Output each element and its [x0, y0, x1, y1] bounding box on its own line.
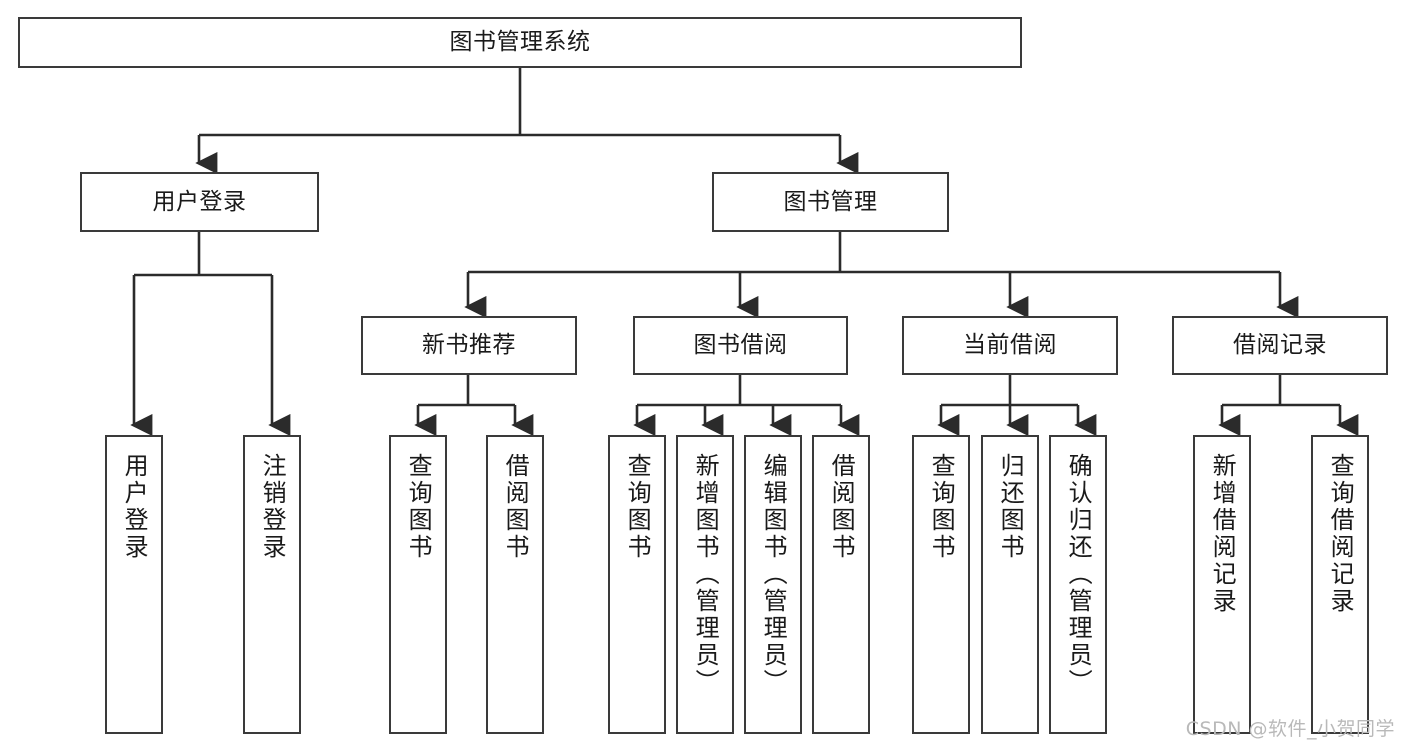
node-book-borrow-label: 图书借阅 [693, 332, 788, 359]
node-leaf-return-book-label: 归还图书 [996, 453, 1025, 561]
node-leaf-borrow-book-1-label: 借阅图书 [501, 453, 530, 561]
node-leaf-logout-label: 注销登录 [258, 453, 287, 561]
node-book-manage[interactable]: 图书管理 [712, 172, 949, 232]
node-leaf-confirm-return[interactable]: 确认归还（管理员） [1049, 435, 1107, 734]
node-current-borrow[interactable]: 当前借阅 [902, 316, 1118, 375]
node-leaf-add-record-label: 新增借阅记录 [1208, 453, 1237, 615]
node-leaf-return-book[interactable]: 归还图书 [981, 435, 1039, 734]
node-leaf-user-login[interactable]: 用户登录 [105, 435, 163, 734]
node-leaf-borrow-book-2[interactable]: 借阅图书 [812, 435, 870, 734]
node-leaf-query-book-3-label: 查询图书 [927, 453, 956, 561]
node-leaf-query-book-2-label: 查询图书 [623, 453, 652, 561]
node-book-manage-label: 图书管理 [783, 188, 878, 215]
node-leaf-logout[interactable]: 注销登录 [243, 435, 301, 734]
node-borrow-record[interactable]: 借阅记录 [1172, 316, 1388, 375]
node-new-book-rec[interactable]: 新书推荐 [361, 316, 577, 375]
node-leaf-add-book[interactable]: 新增图书（管理员） [676, 435, 734, 734]
node-leaf-query-book-1[interactable]: 查询图书 [389, 435, 447, 734]
node-leaf-edit-book-label: 编辑图书（管理员） [759, 453, 788, 696]
node-borrow-record-label: 借阅记录 [1233, 332, 1327, 359]
node-leaf-user-login-label: 用户登录 [120, 453, 149, 561]
node-leaf-borrow-book-2-label: 借阅图书 [827, 453, 856, 561]
node-leaf-query-book-2[interactable]: 查询图书 [608, 435, 666, 734]
node-leaf-query-record-label: 查询借阅记录 [1326, 453, 1355, 615]
node-leaf-add-record[interactable]: 新增借阅记录 [1193, 435, 1251, 734]
node-leaf-query-record[interactable]: 查询借阅记录 [1311, 435, 1369, 734]
node-leaf-confirm-return-label: 确认归还（管理员） [1064, 453, 1093, 696]
node-new-book-rec-label: 新书推荐 [422, 332, 516, 359]
node-leaf-add-book-label: 新增图书（管理员） [691, 453, 720, 696]
node-leaf-query-book-1-label: 查询图书 [404, 453, 433, 561]
node-book-borrow[interactable]: 图书借阅 [633, 316, 848, 375]
node-user-login[interactable]: 用户登录 [80, 172, 319, 232]
node-root[interactable]: 图书管理系统 [18, 17, 1022, 68]
node-leaf-query-book-3[interactable]: 查询图书 [912, 435, 970, 734]
node-leaf-borrow-book-1[interactable]: 借阅图书 [486, 435, 544, 734]
node-leaf-edit-book[interactable]: 编辑图书（管理员） [744, 435, 802, 734]
node-user-login-label: 用户登录 [152, 188, 247, 215]
node-root-label: 图书管理系统 [449, 29, 591, 56]
node-current-borrow-label: 当前借阅 [963, 332, 1057, 359]
